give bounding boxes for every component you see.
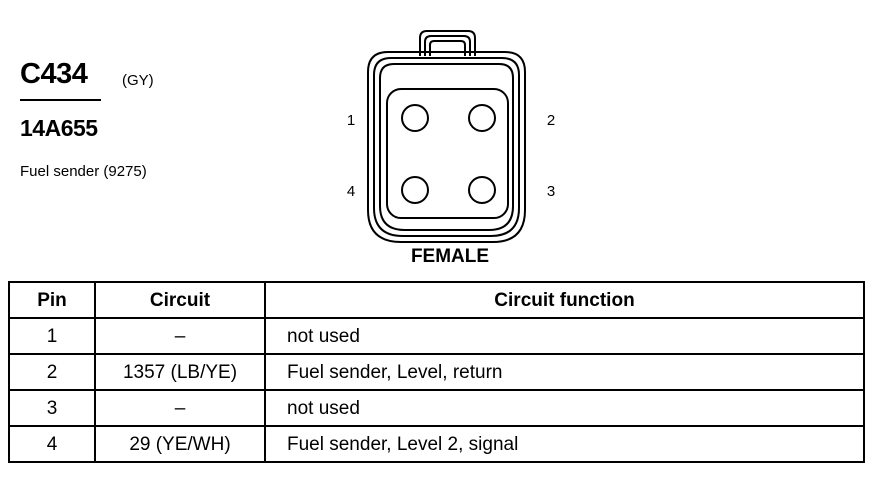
cell-circuit-function: not used xyxy=(264,317,865,355)
cell-circuit: 29 (YE/WH) xyxy=(94,425,266,463)
table-header-row: Pin Circuit Circuit function xyxy=(8,281,865,319)
component-description: Fuel sender (9275) xyxy=(20,163,147,180)
pin-3-cavity xyxy=(468,176,496,204)
cell-pin: 1 xyxy=(8,317,96,355)
connector-color: (GY) xyxy=(122,72,154,89)
part-number: 14A655 xyxy=(20,115,98,141)
connector-face-diagram xyxy=(367,30,526,243)
connector-gender: FEMALE xyxy=(410,246,490,267)
housing-outer xyxy=(367,51,526,243)
table-row: 4 29 (YE/WH) Fuel sender, Level 2, signa… xyxy=(8,425,865,463)
table-row: 2 1357 (LB/YE) Fuel sender, Level, retur… xyxy=(8,353,865,391)
cell-circuit-function: not used xyxy=(264,389,865,427)
cell-pin: 4 xyxy=(8,425,96,463)
pin-cavity-block xyxy=(386,88,509,219)
cell-pin: 3 xyxy=(8,389,96,427)
housing-inner xyxy=(379,63,514,231)
cell-circuit: – xyxy=(94,389,266,427)
latch-outer xyxy=(419,30,476,56)
cell-circuit: – xyxy=(94,317,266,355)
header-circuit: Circuit xyxy=(94,281,266,319)
pin-1-cavity xyxy=(401,104,429,132)
pin-4-cavity xyxy=(401,176,429,204)
cell-circuit: 1357 (LB/YE) xyxy=(94,353,266,391)
table-row: 1 – not used xyxy=(8,317,865,355)
cell-circuit-function: Fuel sender, Level 2, signal xyxy=(264,425,865,463)
pin-table: Pin Circuit Circuit function 1 – not use… xyxy=(8,281,865,463)
pin-label-2: 2 xyxy=(546,112,556,129)
table-row: 3 – not used xyxy=(8,389,865,427)
latch-inner xyxy=(429,40,466,56)
pin-label-3: 3 xyxy=(546,183,556,200)
pin-label-4: 4 xyxy=(346,183,356,200)
header-pin: Pin xyxy=(8,281,96,319)
cell-circuit-function: Fuel sender, Level, return xyxy=(264,353,865,391)
pin-label-1: 1 xyxy=(346,112,356,129)
latch-middle xyxy=(424,35,471,56)
pin-2-cavity xyxy=(468,104,496,132)
header-circuit-function: Circuit function xyxy=(264,281,865,319)
connector-id-underline xyxy=(20,99,101,101)
housing-middle xyxy=(373,57,520,237)
cell-pin: 2 xyxy=(8,353,96,391)
connector-id: C434 xyxy=(20,58,88,90)
